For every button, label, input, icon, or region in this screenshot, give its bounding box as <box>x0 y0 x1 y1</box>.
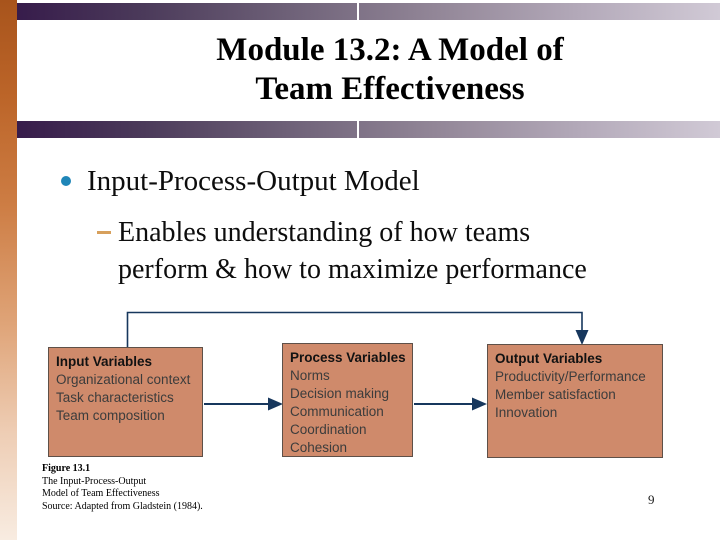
box-item: Decision making <box>290 386 390 401</box>
figure-caption-label: Figure 13.1 <box>42 463 91 474</box>
top-gradient-bar <box>17 3 720 20</box>
slide-title: Module 13.2: A Model of Team Effectivene… <box>216 32 564 107</box>
output-variables-box: Output Variables Productivity/Performanc… <box>487 344 663 458</box>
bullet-main-text: Input-Process-Output Model <box>87 165 420 197</box>
left-accent-strip <box>0 0 17 540</box>
box-item: Productivity/Performance <box>495 369 646 384</box>
input-to-process-arrowhead-icon <box>268 397 283 411</box>
diagram-connectors <box>126 311 589 411</box>
box-item: Innovation <box>495 405 558 420</box>
page-number: 9 <box>648 492 655 507</box>
box-item: Coordination <box>290 422 367 437</box>
box-item: Norms <box>290 368 330 383</box>
figure-caption-line: The Input-Process-Output <box>42 475 147 487</box>
box-item: Team composition <box>56 408 165 423</box>
box-title: Process Variables <box>290 350 406 365</box>
box-item: Cohesion <box>290 440 348 455</box>
box-item: Member satisfaction <box>495 387 616 402</box>
bullet-sub-text: Enables understanding of how teams perfo… <box>118 217 587 285</box>
box-item: Communication <box>290 404 384 419</box>
feedback-loop-line <box>126 311 583 347</box>
box-item: Task characteristics <box>56 390 174 405</box>
sub-bullet-dash-icon <box>97 231 111 234</box>
figure-caption-source: Source: Adapted from Gladstein (1984). <box>42 500 203 512</box>
figure-caption-line: Model of Team Effectiveness <box>42 488 160 499</box>
mid-bar-divider-line <box>357 121 359 138</box>
box-item: Organizational context <box>56 372 191 387</box>
process-variables-box: Process Variables Norms Decision making … <box>282 343 413 457</box>
feedback-arrowhead-icon <box>575 330 589 345</box>
box-title: Input Variables <box>56 354 153 369</box>
box-title: Output Variables <box>495 351 603 366</box>
title-underline-gradient-bar <box>17 121 720 138</box>
figure-caption: Figure 13.1 The Input-Process-Output Mod… <box>42 463 203 513</box>
process-to-output-arrowhead-icon <box>472 397 487 411</box>
input-variables-box: Input Variables Organizational context T… <box>48 347 203 457</box>
top-bar-divider-line <box>357 3 359 20</box>
bullet-dot-icon <box>61 176 71 186</box>
